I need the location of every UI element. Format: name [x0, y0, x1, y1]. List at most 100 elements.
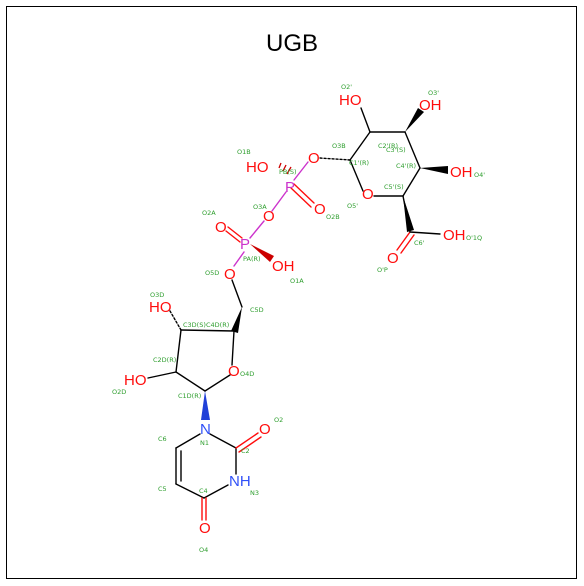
label-o2p: O2'	[341, 83, 352, 91]
atom-o-o5d: O	[224, 266, 236, 283]
wedge-c3p-o3p	[405, 108, 424, 132]
bond-c3d-o3d	[169, 310, 182, 331]
bond-n3-c4	[203, 484, 229, 499]
label-c5d: C5D	[250, 306, 264, 314]
label-o2d: O2D	[112, 388, 126, 396]
label-o5p: O5'	[347, 202, 358, 210]
bond-c3d-c2d	[175, 329, 182, 373]
bond-c3p-c4p	[404, 131, 421, 169]
atom-name-labels: O2' O3' C2'(R) C3'(S) C4'(R) O4' O3B C1'…	[112, 83, 485, 554]
atom-o-o4d: O	[228, 363, 240, 380]
atom-p-b: P	[285, 179, 295, 196]
atom-o-o4: O	[199, 520, 211, 537]
wedge-c5d-c4d	[231, 307, 242, 333]
bond-c2p-o2p	[360, 107, 371, 133]
bond-pb-o3a	[271, 191, 287, 212]
bond-c2-o2-a	[235, 432, 259, 449]
label-o3a: O3A	[253, 203, 267, 211]
structure-frame	[6, 6, 577, 579]
label-o2b: O2B	[326, 213, 340, 221]
atom-ho-glucose-o2: HO	[339, 92, 362, 109]
label-o2: O2	[274, 416, 283, 424]
bond-c6p-o1q	[409, 231, 441, 235]
bond-n1-c2	[209, 433, 237, 449]
atom-p-a: P	[240, 236, 250, 253]
atom-o-ring-o5: O	[362, 186, 374, 203]
bond-c4-c5	[175, 483, 205, 499]
bond-pb-o2b-a	[293, 183, 315, 204]
bond-c1p-o3b	[319, 157, 351, 161]
wedge-c5p-c6p	[403, 196, 414, 232]
label-c2d: C2D(R)	[153, 356, 176, 364]
bond-o5d-c5d	[231, 279, 243, 308]
bond-c4d-c3d	[180, 329, 235, 332]
label-c2: C2	[241, 447, 250, 455]
atom-ho-o1b: HO	[246, 159, 269, 176]
label-c3p: C3'(S)	[386, 146, 406, 154]
label-o3b: O3B	[332, 142, 346, 150]
label-o4p: O4'	[474, 171, 485, 179]
bond-c6-n1	[175, 433, 201, 449]
label-c1d: C1D(R)	[178, 392, 201, 400]
label-c4: C4	[199, 487, 208, 495]
label-c5p: C5'(S)	[384, 183, 404, 191]
label-c2p: C2'(R)	[378, 142, 398, 150]
atom-oh-glucose-o3: OH	[419, 97, 442, 114]
bond-pa-o2a-a	[227, 226, 243, 239]
bond-c4p-c5p	[402, 167, 421, 197]
label-c3d: C3D(S)	[183, 321, 206, 329]
label-o3d: O3D	[150, 291, 164, 299]
atom-o-o2b: O	[314, 201, 326, 218]
bond-c6p-o6p-a	[396, 231, 411, 251]
label-o3p: O3'	[428, 89, 439, 97]
label-c5: C5	[158, 485, 167, 493]
wedge-c1d-n1	[201, 391, 210, 420]
label-o6p: O'P	[377, 266, 388, 274]
bond-c1d-o4d	[204, 374, 231, 392]
atom-oh-o1a: OH	[272, 258, 295, 275]
label-o1b: O1B	[237, 148, 251, 156]
atom-o-o3a: O	[263, 208, 275, 225]
wedge-pa-o1a	[250, 244, 274, 262]
label-o5d: O5D	[205, 269, 219, 277]
label-o2a: O2A	[202, 209, 216, 217]
bond-c6p-o6p-b	[400, 234, 415, 254]
label-c4d: C4D(R)	[206, 321, 229, 329]
label-o4: O4	[199, 546, 208, 554]
label-o1a: O1A	[290, 277, 304, 285]
atom-o-o2a: O	[215, 219, 227, 236]
wedge-bonds	[201, 108, 448, 420]
atom-nh-n3: NH	[229, 473, 251, 490]
hash-bonds	[278, 162, 292, 175]
label-c6: C6	[158, 435, 167, 443]
label-c1p: C1'(R)	[349, 159, 369, 167]
bond-o5p-c1p	[349, 159, 364, 192]
bond-o4d-c4d	[231, 330, 235, 366]
bond-c2d-c1d	[175, 371, 206, 392]
label-pa: PA(R)	[243, 255, 261, 263]
label-o4d: O4D	[240, 370, 254, 378]
atom-symbols: HO OH OH O O O OH HO P O O P O OH O HO H…	[124, 92, 473, 537]
bonds	[147, 107, 441, 521]
label-n3: N3	[250, 489, 259, 497]
bond-pb-o2b-b	[290, 187, 312, 208]
bond-pa-o5d	[233, 251, 245, 267]
atom-n-n1: N	[200, 421, 211, 438]
label-pb: PB(S)	[279, 168, 297, 176]
atom-oh-carboxyl: OH	[443, 227, 466, 244]
atom-o-o2: O	[259, 421, 271, 438]
bond-c1p-c2p	[349, 131, 371, 161]
atom-ho-o3d: HO	[149, 299, 172, 316]
wedge-c4p-o4p	[420, 166, 448, 174]
bond-o3b-pb	[293, 161, 309, 181]
atom-o-carboxyl-o6: O	[387, 250, 399, 267]
label-c6p: C6'	[414, 239, 425, 247]
atom-oh-glucose-o4: OH	[450, 164, 473, 181]
molecule-title: UGB	[265, 30, 318, 57]
atom-ho-o2d: HO	[124, 372, 147, 389]
bond-c2d-o2d	[147, 371, 177, 379]
bond-c2-o2-b	[238, 436, 262, 453]
bond-pa-o2a-b	[225, 230, 241, 243]
atom-o-glucose-o1: O	[308, 150, 320, 167]
